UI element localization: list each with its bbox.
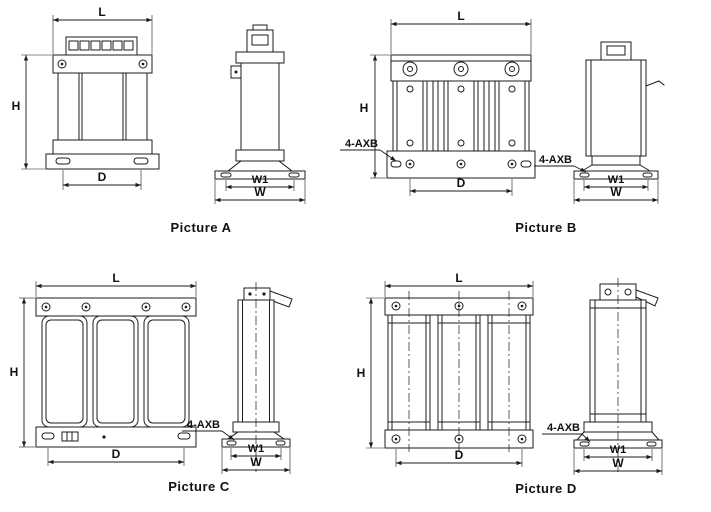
coil xyxy=(92,315,139,428)
picture-b-dimensions: L H D 4-AXB 4-AXB W1 W xyxy=(340,9,659,204)
picture-b-front-view xyxy=(386,54,536,179)
mounting-base xyxy=(35,426,197,448)
picture-b: L H D 4-AXB 4-AXB W1 W Picture B xyxy=(340,9,665,235)
coil-body-side xyxy=(240,62,280,151)
dim-label-height-c: H xyxy=(10,365,19,379)
coil-body-side xyxy=(585,59,647,157)
mounting-slot xyxy=(177,432,191,440)
picture-c-dimensions: L H D 4-AXB W1 W xyxy=(10,271,291,474)
dim-label-width1-b: W1 xyxy=(608,174,625,186)
mounting-label-b-front: 4-AXB xyxy=(345,138,378,150)
dim-label-length-d: L xyxy=(455,271,462,285)
mounting-slot xyxy=(55,157,71,165)
picture-c-side-view xyxy=(221,282,293,472)
dim-label-width-a: W xyxy=(254,185,266,199)
mounting-label-c: 4-AXB xyxy=(187,419,220,431)
caption-picture-d: Picture D xyxy=(515,481,577,496)
dim-label-width-b: W xyxy=(610,185,622,199)
picture-a: L H D W1 W Picture A xyxy=(12,5,306,235)
caption-picture-c: Picture C xyxy=(168,479,230,494)
top-clamp xyxy=(52,54,153,74)
lifting-tab xyxy=(635,289,659,307)
lead-wire xyxy=(645,80,665,87)
picture-d-front-view xyxy=(384,291,534,452)
dim-label-width1-d: W1 xyxy=(610,444,627,456)
mounting-base-side xyxy=(573,170,659,180)
mounting-base-side xyxy=(214,170,306,180)
coil-body xyxy=(57,72,148,141)
dim-label-height-a: H xyxy=(12,99,21,113)
dim-label-length-c: L xyxy=(112,271,119,285)
picture-a-side-view xyxy=(214,24,306,180)
dim-label-depth-a: D xyxy=(98,170,107,184)
mounting-slot xyxy=(133,157,149,165)
terminal-block xyxy=(61,431,79,442)
caption-picture-b: Picture B xyxy=(515,220,577,235)
dim-label-depth-c: D xyxy=(112,447,121,461)
picture-d-dimensions: L H D 4-AXB W1 W xyxy=(357,271,663,475)
coil xyxy=(41,315,88,428)
dim-label-depth-d: D xyxy=(455,448,464,462)
dim-label-length-a: L xyxy=(98,5,105,19)
dim-label-height-d: H xyxy=(357,366,366,380)
picture-d-side-view xyxy=(573,278,663,472)
dim-label-width1-a: W1 xyxy=(252,174,269,186)
terminal-box xyxy=(600,41,632,61)
picture-a-dimensions: L H D W1 W xyxy=(12,5,306,204)
mounting-base xyxy=(45,153,160,170)
dim-label-length-b: L xyxy=(457,9,464,23)
dim-label-width1-c: W1 xyxy=(248,443,265,455)
top-clamp xyxy=(390,54,532,82)
picture-c-front-view xyxy=(35,297,197,448)
mounting-slot xyxy=(41,432,55,440)
caption-picture-a: Picture A xyxy=(170,220,231,235)
bottom-clamp xyxy=(52,139,153,155)
dim-label-width-c: W xyxy=(250,455,262,469)
mounting-label-b-side: 4-AXB xyxy=(539,154,572,166)
mounting-label-d: 4-AXB xyxy=(547,422,580,434)
mounting-slot xyxy=(520,160,532,168)
coil xyxy=(494,80,530,152)
lifting-tab xyxy=(269,290,293,308)
dim-label-width-d: W xyxy=(612,456,624,470)
dim-label-depth-b: D xyxy=(457,176,466,190)
picture-b-side-view xyxy=(573,41,665,180)
top-clamp xyxy=(35,297,197,317)
terminal-box xyxy=(246,29,274,53)
picture-d: L H D 4-AXB W1 W Picture D xyxy=(357,271,663,496)
coil xyxy=(143,315,190,428)
top-bracket xyxy=(243,287,271,301)
dim-label-height-b: H xyxy=(360,101,369,115)
coil xyxy=(443,80,479,152)
picture-a-front-view xyxy=(45,36,160,170)
picture-c: L H D 4-AXB W1 W Picture C xyxy=(10,271,293,494)
